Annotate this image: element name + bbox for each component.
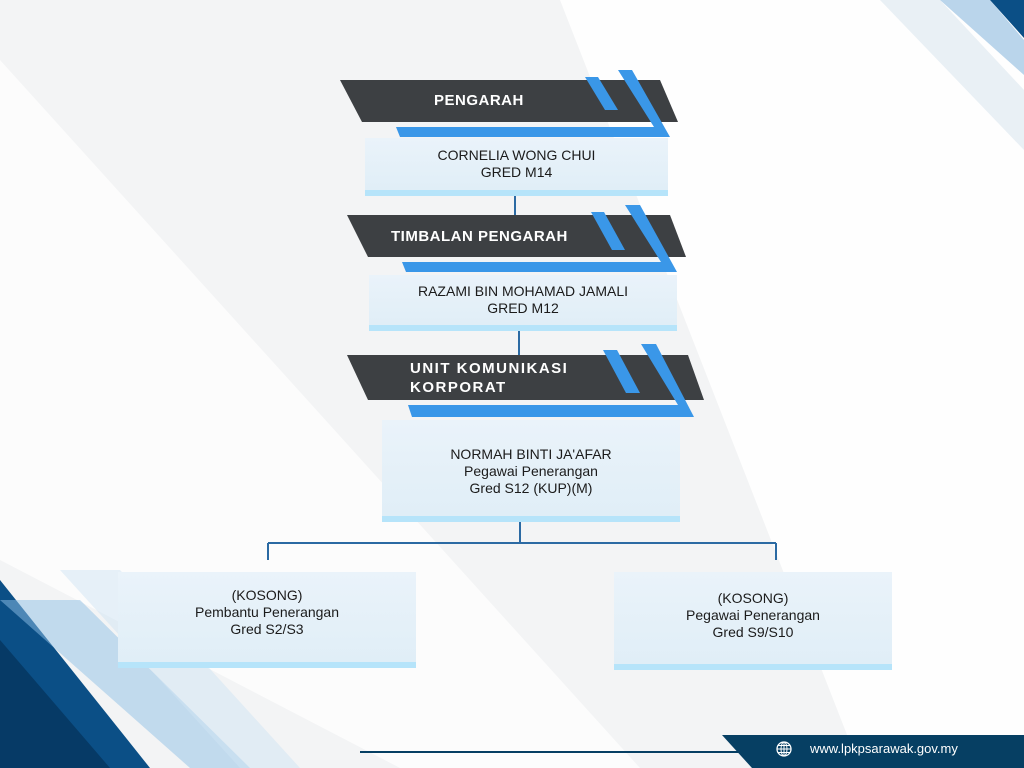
title-timbalan: TIMBALAN PENGARAH [391,228,568,245]
connector-lines [267,196,777,560]
banner-timbalan [347,205,686,272]
left-name: (KOSONG) [231,586,303,603]
globe-icon [776,741,792,757]
right-position: Pegawai Penerangan [686,606,820,623]
right-grade: Gred S9/S10 [712,623,794,640]
director-grade: GRED M14 [480,164,553,180]
banner-pengarah [340,70,678,137]
website-link[interactable]: www.lpkpsarawak.gov.my [810,741,958,756]
card-deputy: RAZAMI BIN MOHAMAD JAMALI GRED M12 [369,275,677,331]
banner-unit [347,344,704,417]
unit-position: Pegawai Penerangan [464,463,598,479]
title-unit-line2: KORPORAT [410,379,507,396]
left-grade: Gred S2/S3 [230,620,304,637]
title-unit-line1: UNIT KOMUNIKASI [410,360,569,377]
card-left: (KOSONG) Pembantu Penerangan Gred S2/S3 [118,572,416,668]
right-name: (KOSONG) [717,589,789,606]
unit-grade: Gred S12 (KUP)(M) [469,480,593,496]
director-name: CORNELIA WONG CHUI [437,147,596,163]
title-unit: UNIT KOMUNIKASI KORPORAT [410,359,568,397]
title-pengarah: PENGARAH [434,92,524,109]
deputy-grade: GRED M12 [487,300,559,316]
card-unit: NORMAH BINTI JA'AFAR Pegawai Penerangan … [382,420,680,522]
card-director: CORNELIA WONG CHUI GRED M14 [365,138,668,196]
footer-bar [722,735,1024,768]
unit-name: NORMAH BINTI JA'AFAR [450,446,612,462]
deputy-name: RAZAMI BIN MOHAMAD JAMALI [417,283,629,299]
card-right: (KOSONG) Pegawai Penerangan Gred S9/S10 [614,572,892,670]
left-position: Pembantu Penerangan [195,603,339,620]
